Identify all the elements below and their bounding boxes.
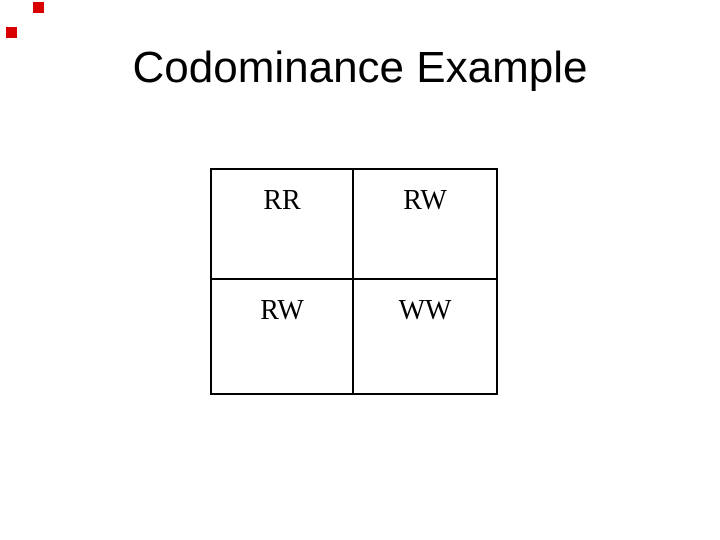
slide-title: Codominance Example (132, 43, 588, 92)
punnett-cell-top-right: RW (354, 170, 496, 280)
punnett-cell-bottom-left: RW (212, 280, 354, 393)
punnett-cell-top-left: RR (212, 170, 354, 280)
red-square-decoration (33, 2, 44, 13)
punnett-square-table: RR RW RW WW (210, 168, 498, 395)
red-square-decoration (6, 27, 17, 38)
punnett-cell-bottom-right: WW (398, 295, 452, 326)
